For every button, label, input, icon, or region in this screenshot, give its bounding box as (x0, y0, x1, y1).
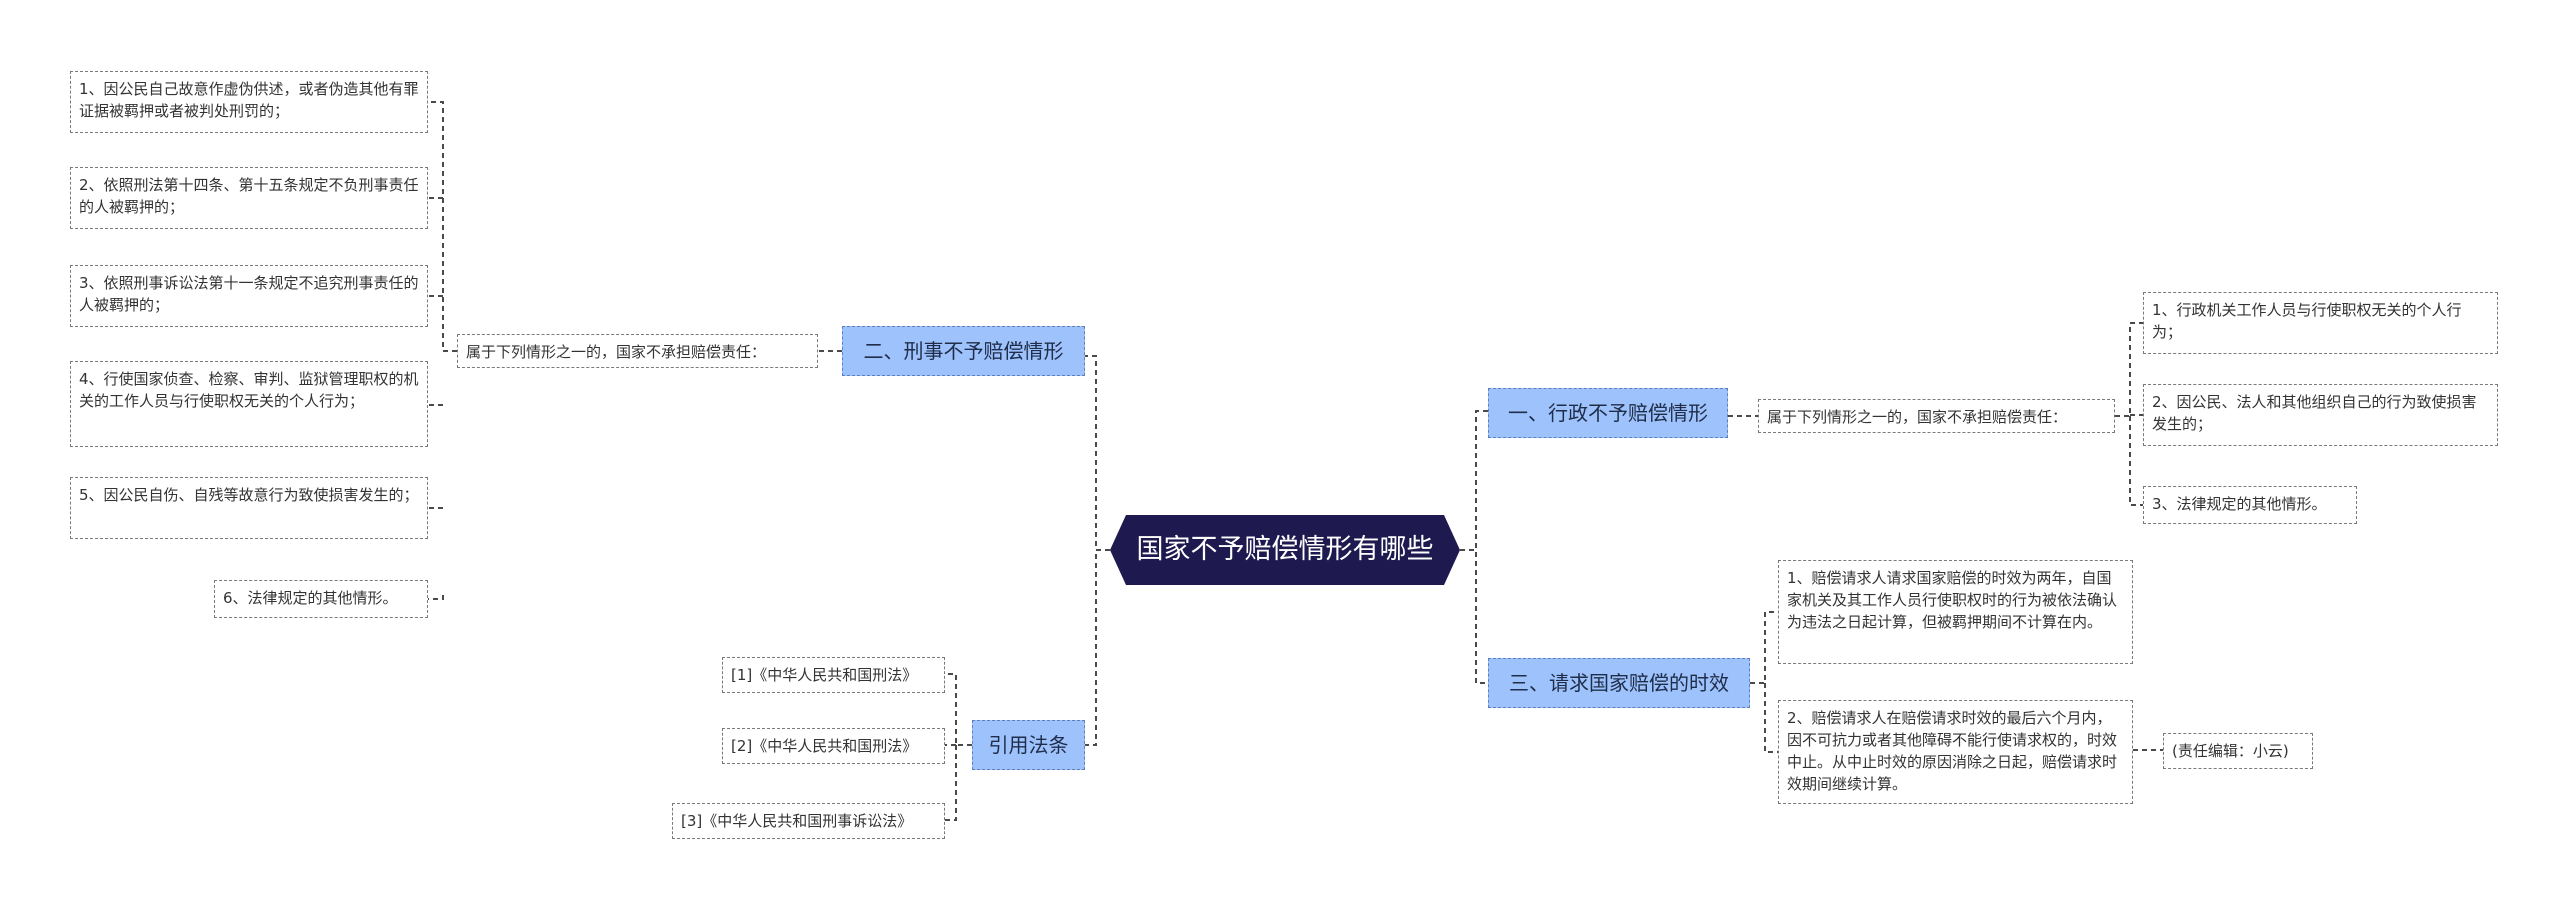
criminal-item-4[interactable]: 4、行使国家侦查、检察、审判、监狱管理职权的机关的工作人员与行使职权无关的个人行… (70, 361, 428, 447)
branch-administrative[interactable]: 一、行政不予赔偿情形 (1488, 388, 1728, 438)
limitation-item-2[interactable]: 2、赔偿请求人在赔偿请求时效的最后六个月内，因不可抗力或者其他障碍不能行使请求权… (1778, 700, 2133, 804)
criminal-item-1[interactable]: 1、因公民自己故意作虚伪供述，或者伪造其他有罪证据被羁押或者被判处刑罚的； (70, 71, 428, 133)
limitation-item-1[interactable]: 1、赔偿请求人请求国家赔偿的时效为两年，自国家机关及其工作人员行使职权时的行为被… (1778, 560, 2133, 664)
criminal-item-3[interactable]: 3、依照刑事诉讼法第十一条规定不追究刑事责任的人被羁押的； (70, 265, 428, 327)
branch-limitation[interactable]: 三、请求国家赔偿的时效 (1488, 658, 1750, 708)
criminal-item-6[interactable]: 6、法律规定的其他情形。 (214, 580, 428, 618)
link-limitation-items (1750, 611, 1778, 753)
editor-note[interactable]: (责任编辑：小云) (2163, 733, 2313, 769)
administrative-item-1[interactable]: 1、行政机关工作人员与行使职权无关的个人行为； (2143, 292, 2498, 354)
criminal-item-2[interactable]: 2、依照刑法第十四条、第十五条规定不负刑事责任的人被羁押的； (70, 167, 428, 229)
link-admin-items (2115, 322, 2143, 506)
link-criminal-items (428, 101, 457, 600)
branch-criminal[interactable]: 二、刑事不予赔偿情形 (842, 326, 1085, 376)
link-root-limitation (1460, 549, 1488, 684)
link-root-criminal (1085, 355, 1110, 551)
link-references-items (945, 673, 972, 821)
root-node[interactable]: 国家不予赔偿情形有哪些 (1110, 515, 1460, 585)
reference-item-3[interactable]: [3]《中华人民共和国刑事诉讼法》 (672, 803, 945, 839)
branch-references[interactable]: 引用法条 (972, 720, 1085, 770)
link-root-administrative (1460, 410, 1488, 551)
reference-item-1[interactable]: [1]《中华人民共和国刑法》 (722, 657, 945, 693)
administrative-item-2[interactable]: 2、因公民、法人和其他组织自己的行为致使损害发生的； (2143, 384, 2498, 446)
link-root-references (1085, 549, 1110, 746)
administrative-sub-node[interactable]: 属于下列情形之一的，国家不承担赔偿责任： (1758, 399, 2115, 433)
criminal-sub-node[interactable]: 属于下列情形之一的，国家不承担赔偿责任： (457, 334, 818, 368)
criminal-item-5[interactable]: 5、因公民自伤、自残等故意行为致使损害发生的； (70, 477, 428, 539)
administrative-item-3[interactable]: 3、法律规定的其他情形。 (2143, 486, 2357, 524)
reference-item-2[interactable]: [2]《中华人民共和国刑法》 (722, 728, 945, 764)
